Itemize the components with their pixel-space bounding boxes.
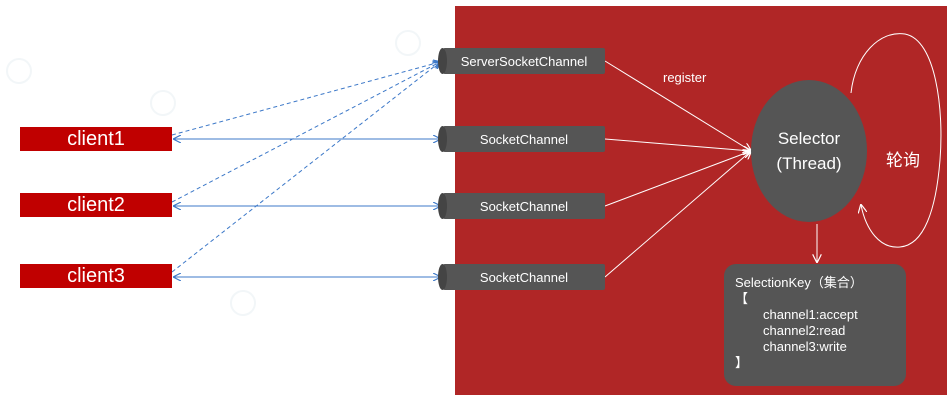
- accept-link-client3: [171, 62, 440, 273]
- register-arrow-channel2: [604, 151, 751, 207]
- client-2-label: client2: [67, 193, 125, 216]
- client-3-label: client3: [67, 264, 125, 287]
- socket-channel-3: SocketChannel: [438, 264, 605, 290]
- server-socket-channel-label: ServerSocketChannel: [460, 53, 588, 69]
- channel-cap: [438, 126, 447, 152]
- server-socket-channel: ServerSocketChannel: [438, 48, 605, 74]
- polling-loop-arrow: [850, 33, 942, 248]
- channel-cap: [438, 48, 447, 74]
- channel-cap: [438, 193, 447, 219]
- client-2: client2: [20, 193, 172, 217]
- polling-label: 轮询: [886, 151, 920, 170]
- selection-key-close-bracket: 】: [735, 355, 749, 370]
- socket-channel-1-label: SocketChannel: [479, 131, 569, 147]
- register-arrow-server: [604, 60, 751, 151]
- channel-cap: [438, 264, 447, 290]
- selector-title: Selector: [777, 129, 841, 148]
- selection-key-item: channel1:accept: [763, 307, 858, 322]
- accept-link-client2: [171, 62, 440, 203]
- selection-key-item: channel3:write: [763, 339, 847, 354]
- client-3: client3: [20, 264, 172, 288]
- register-arrow-channel1: [604, 138, 751, 151]
- selector-thread: (Thread): [776, 154, 842, 173]
- selection-key-item: channel2:read: [763, 323, 846, 338]
- client-1: client1: [20, 127, 172, 151]
- socket-channel-1: SocketChannel: [438, 126, 605, 152]
- client-1-label: client1: [67, 127, 125, 150]
- selection-key-open-bracket: 【: [735, 291, 749, 306]
- selection-key-title: SelectionKey（集合）: [735, 275, 863, 290]
- register-arrow-channel3: [604, 151, 751, 278]
- accept-link-client1: [171, 62, 440, 136]
- selection-key-box: SelectionKey（集合） 【 channel1:accept chann…: [724, 264, 906, 386]
- register-label: register: [663, 70, 707, 85]
- socket-channel-3-label: SocketChannel: [479, 269, 569, 285]
- selector-node: Selector (Thread): [751, 80, 867, 222]
- socket-channel-2-label: SocketChannel: [479, 198, 569, 214]
- socket-channel-2: SocketChannel: [438, 193, 605, 219]
